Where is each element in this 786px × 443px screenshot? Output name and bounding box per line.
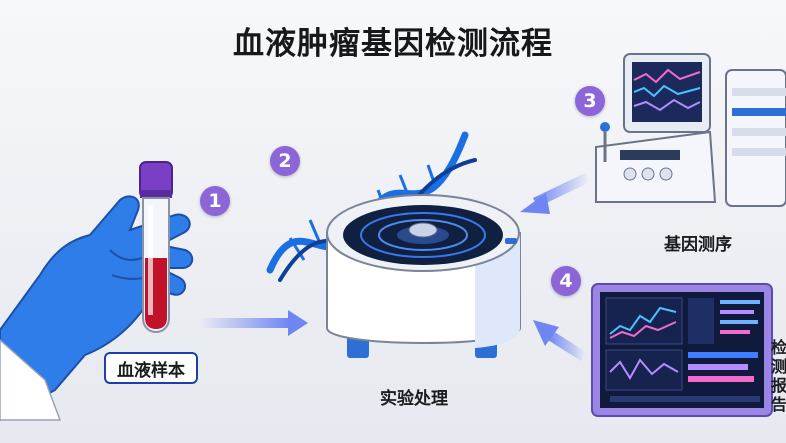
step-2-label: 实验处理	[380, 389, 448, 409]
server-tower-icon	[725, 69, 786, 207]
step-3-number: 3	[575, 86, 605, 116]
step-4-number: 4	[551, 266, 581, 296]
sequencer-machine-icon	[595, 53, 717, 203]
test-tube-icon	[139, 161, 173, 334]
arrow-sample-to-lab	[200, 310, 308, 336]
centrifuge-icon	[326, 194, 521, 358]
page-title: 血液肿瘤基因检测流程	[233, 26, 553, 62]
arrow-sequencer-to-lab	[520, 173, 590, 214]
step-4-label: 检测报告	[771, 338, 786, 414]
report-monitor-icon	[591, 283, 773, 417]
step-1-label: 血液样本	[117, 360, 185, 381]
arrow-report-to-lab	[533, 320, 586, 361]
step-2-number: 2	[270, 146, 300, 176]
sample-label-box: 血液样本	[104, 352, 198, 384]
step-3-label: 基因测序	[664, 235, 732, 255]
step-1-number: 1	[200, 186, 230, 216]
